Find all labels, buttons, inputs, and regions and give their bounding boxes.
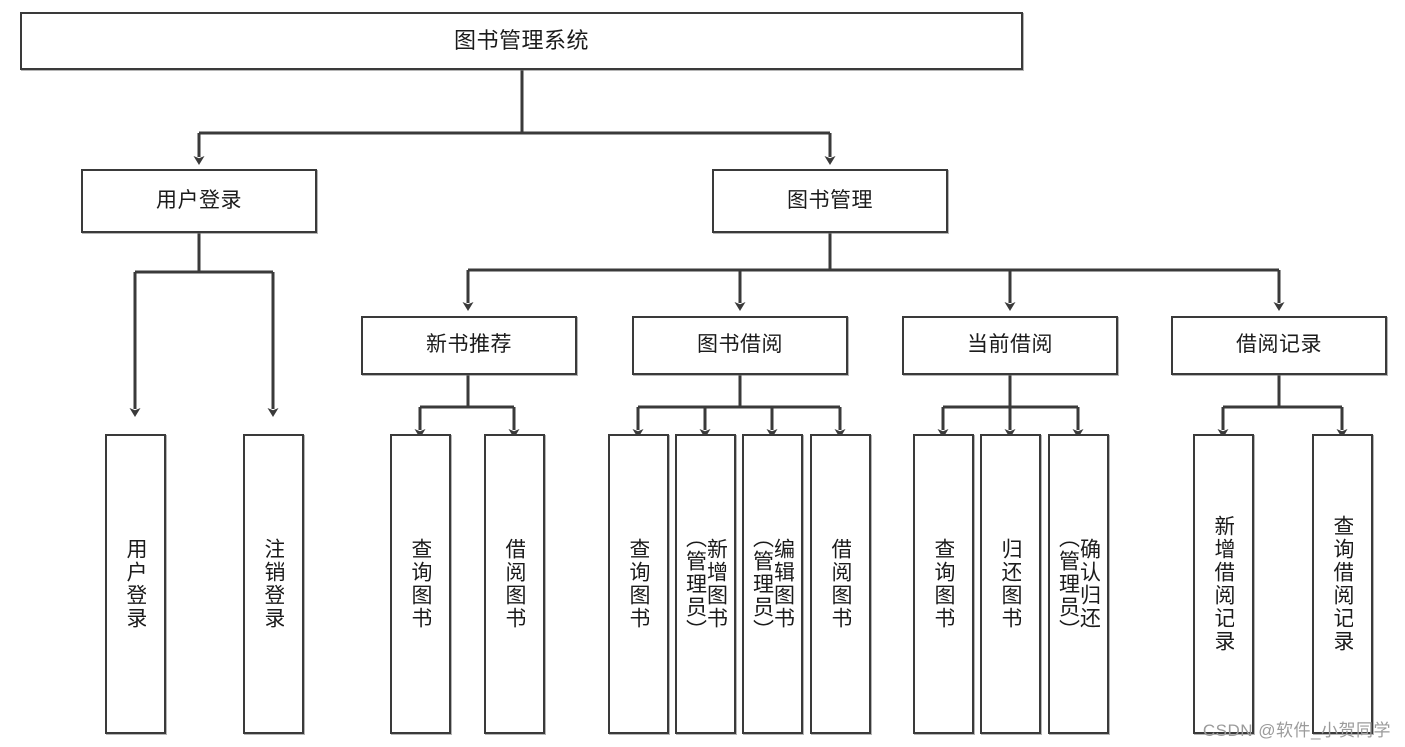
node-label: 确认归还 （管理员） [1057,526,1100,642]
node-label: 图书管理系统 [453,28,589,54]
leaf-borrow-edit-book[interactable]: 编辑图书 （管理员） [742,434,803,734]
node-label: 新增借阅记录 [1213,515,1234,653]
node-label: 查询图书 [628,538,649,630]
node-label: 借阅记录 [1236,333,1322,357]
node-label: 图书借阅 [697,333,783,357]
node-label: 借阅图书 [504,538,525,630]
leaf-borrow-query-book[interactable]: 查询图书 [608,434,669,734]
node-label: 借阅图书 [830,538,851,630]
leaf-borrow-add-book[interactable]: 新增图书 （管理员） [675,434,736,734]
node-label: 新增图书 （管理员） [684,526,727,642]
node-label: 新书推荐 [426,333,512,357]
leaf-recommend-borrow-book[interactable]: 借阅图书 [484,434,545,734]
node-label: 当前借阅 [967,333,1053,357]
leaf-current-query-book[interactable]: 查询图书 [913,434,974,734]
leaf-user-logout[interactable]: 注销登录 [243,434,304,734]
node-label: 归还图书 [1000,538,1021,630]
node-current-borrow[interactable]: 当前借阅 [902,316,1118,375]
leaf-current-confirm-return[interactable]: 确认归还 （管理员） [1048,434,1109,734]
node-book-management[interactable]: 图书管理 [712,169,948,233]
leaf-user-login[interactable]: 用户登录 [105,434,166,734]
leaf-recommend-query-book[interactable]: 查询图书 [390,434,451,734]
node-book-borrow[interactable]: 图书借阅 [632,316,848,375]
node-borrow-record[interactable]: 借阅记录 [1171,316,1387,375]
node-label: 注销登录 [263,538,284,630]
leaf-record-query[interactable]: 查询借阅记录 [1312,434,1373,734]
node-label: 查询借阅记录 [1332,515,1353,653]
leaf-record-add[interactable]: 新增借阅记录 [1193,434,1254,734]
node-label: 查询图书 [410,538,431,630]
node-user-login[interactable]: 用户登录 [81,169,317,233]
watermark-text: CSDN @软件_小贺同学 [1202,721,1391,740]
node-label: 编辑图书 （管理员） [751,526,794,642]
node-label: 用户登录 [156,188,242,212]
node-label: 用户登录 [125,538,146,630]
leaf-current-return-book[interactable]: 归还图书 [980,434,1041,734]
node-root-system[interactable]: 图书管理系统 [20,12,1023,70]
node-label: 图书管理 [787,188,873,212]
leaf-borrow-borrow-book[interactable]: 借阅图书 [810,434,871,734]
node-new-book-recommend[interactable]: 新书推荐 [361,316,577,375]
node-label: 查询图书 [933,538,954,630]
